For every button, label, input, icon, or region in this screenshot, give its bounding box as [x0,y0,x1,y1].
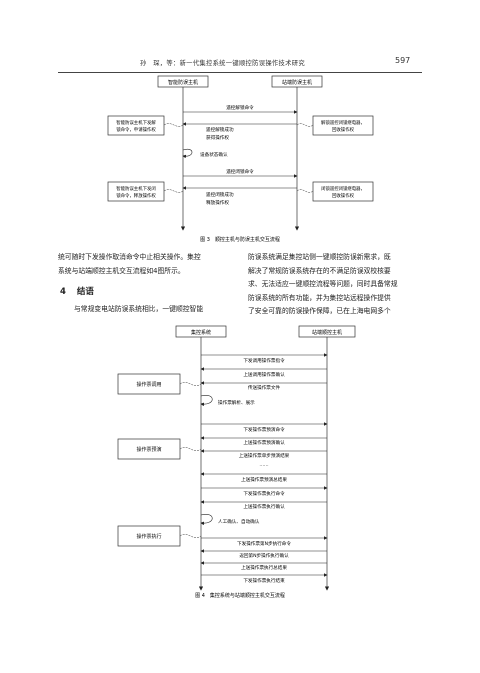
text-line: 求、无法适应一键顺控流程等问题，同时具备常规 [248,280,398,289]
section-heading: 4 结语 [60,285,94,297]
fig3-lane-right-label: 站端防误主机 [282,79,312,86]
right-column: 防误系统满足集控站侧一键顺控防误新需求，既 解决了常规防误系统存在的不满足防误双… [248,251,423,319]
fig4-msg-exec-cmd: 下发操作票执行命令 [243,490,285,497]
fig4-msg-call-cmd: 下发调用操作票指令 [243,357,285,364]
fig4-connector [179,534,202,538]
text-line: 与常规变电站防误系统相比，一键顺控智能 [74,305,204,313]
fig3-box-r-lock-line2: 回收操作权 [332,192,355,199]
fig3-lane-left-label: 智能防误主机 [168,79,198,86]
fig4-msg-preview-cmd: 下发操作票预演命令 [243,426,285,433]
fig4-msg-preview-total: 上送操作票预演总结果 [241,476,287,483]
fig3-self-loop [182,148,193,159]
fig4-msg-call-confirm: 上送调用操作票确认 [243,371,285,378]
fig4-self-loop [200,513,213,526]
fig3-box-r-unlock-line2: 回收操作权 [332,126,355,133]
running-head: 孙 琛，等：新一代集控系统一键顺控防误操作技术研究 [140,60,305,67]
fig4-msg-exec-confirm: 上送操作票执行确认 [243,503,285,510]
fig3-box-r-lock-line1: 闭锁遥控闭锁继电器， [321,185,365,192]
fig3-box-r-unlock [312,115,374,136]
fig4-connector [179,382,202,386]
fig3-msg-unlock-ok-1: 遥控解锁成功 [206,126,234,133]
fig3-box-lock-line1: 智能防误主机下发闭 [116,185,156,192]
fig3-msg-lock-ok-1: 遥控闭锁成功 [206,191,234,198]
section-title: 结语 [76,287,94,297]
fig3-connector [163,189,184,193]
text-line: 统可随时下发操作取消命令中止相关操作。集控 [58,253,201,261]
fig3-msg-device-confirm: 设备状态确认 [200,151,228,158]
fig4-msg-exec-end: 下发操作票执行结束 [243,577,285,584]
fig4-lane-right-label: 站端顺控主机 [312,329,342,336]
fig4-msg-parse: 操作票解析、展示 [218,399,255,406]
fig3-connector [296,189,314,193]
fig4-group-call-label: 操作票调用 [136,381,161,388]
fig4-msg-send-file: 传送操作票文件 [248,384,281,391]
fig3-msg-lock-cmd: 遥控闭锁命令 [226,168,254,175]
fig4-caption: 图 4 集控系统与站端顺控主机交互流程 [195,592,285,599]
page-number: 597 [395,56,411,65]
fig4-msg-exec-n: 下发操作票第N步执行命令 [237,540,291,547]
fig4-msg-dots: …… [259,463,269,468]
fig4-lane-left-label: 集控系统 [191,329,211,336]
fig4-self-loop [200,394,213,407]
header-rule [58,72,422,73]
fig4-msg-manual: 人工确认、自动确认 [218,518,260,525]
fig4-msg-exec-total: 上送操作票执行总结果 [241,564,287,571]
fig3-connector [296,123,314,127]
text-line: 解决了常规防误系统存在的不满足防误双校核要 [248,266,391,275]
section-number: 4 [60,287,66,297]
fig3-box-lock [107,181,165,202]
fig4-msg-preview-confirm: 上送操作票预演确认 [243,439,285,446]
fig4-msg-preview-step: 上送操作票单步预演结果 [239,452,290,459]
fig3-box-r-lock [312,181,374,202]
text-line: 防误系统满足集控站侧一键顺控防误新需求，既 [248,253,391,261]
fig3-box-unlock-line2: 锁命令，申请操作权 [116,126,156,133]
fig4-msg-exec-n-confirm: 返回第N步操作执行确认 [239,552,289,559]
text-line: 防误系统的所有功能，并为集控站远程操作提供 [248,293,391,302]
fig3-box-lock-line2: 锁命令，释放操作权 [116,192,156,199]
fig3-msg-lock-ok-2: 释放操作权 [206,199,229,206]
fig4-connector [179,447,202,451]
fig3-msg-unlock-cmd: 遥控解锁命令 [226,104,254,111]
fig4-group-preview-label: 操作票预演 [136,446,161,453]
fig4-group-exec-label: 操作票执行 [136,533,161,540]
left-column: 统可随时下发操作取消命令中止相关操作。集控 系统与站端顺控主机交互流程如4图所示… [58,251,236,278]
fig3-connector [163,123,184,127]
fig3-box-unlock [107,115,165,136]
fig3-caption: 图 3 顺控主机与防误主机交互流程 [200,236,280,243]
text-line: 了安全可靠的防误操作保障，已在上海电网多个 [248,307,391,316]
text-line: 系统与站端顺控主机交互流程如4图所示。 [58,266,185,275]
fig3-msg-unlock-ok-2: 获得操作权 [206,134,229,141]
fig3-box-r-unlock-line1: 解锁遥控闭锁继电器， [321,119,365,126]
fig3-box-unlock-line1: 智能防误主机下发解 [116,119,156,126]
